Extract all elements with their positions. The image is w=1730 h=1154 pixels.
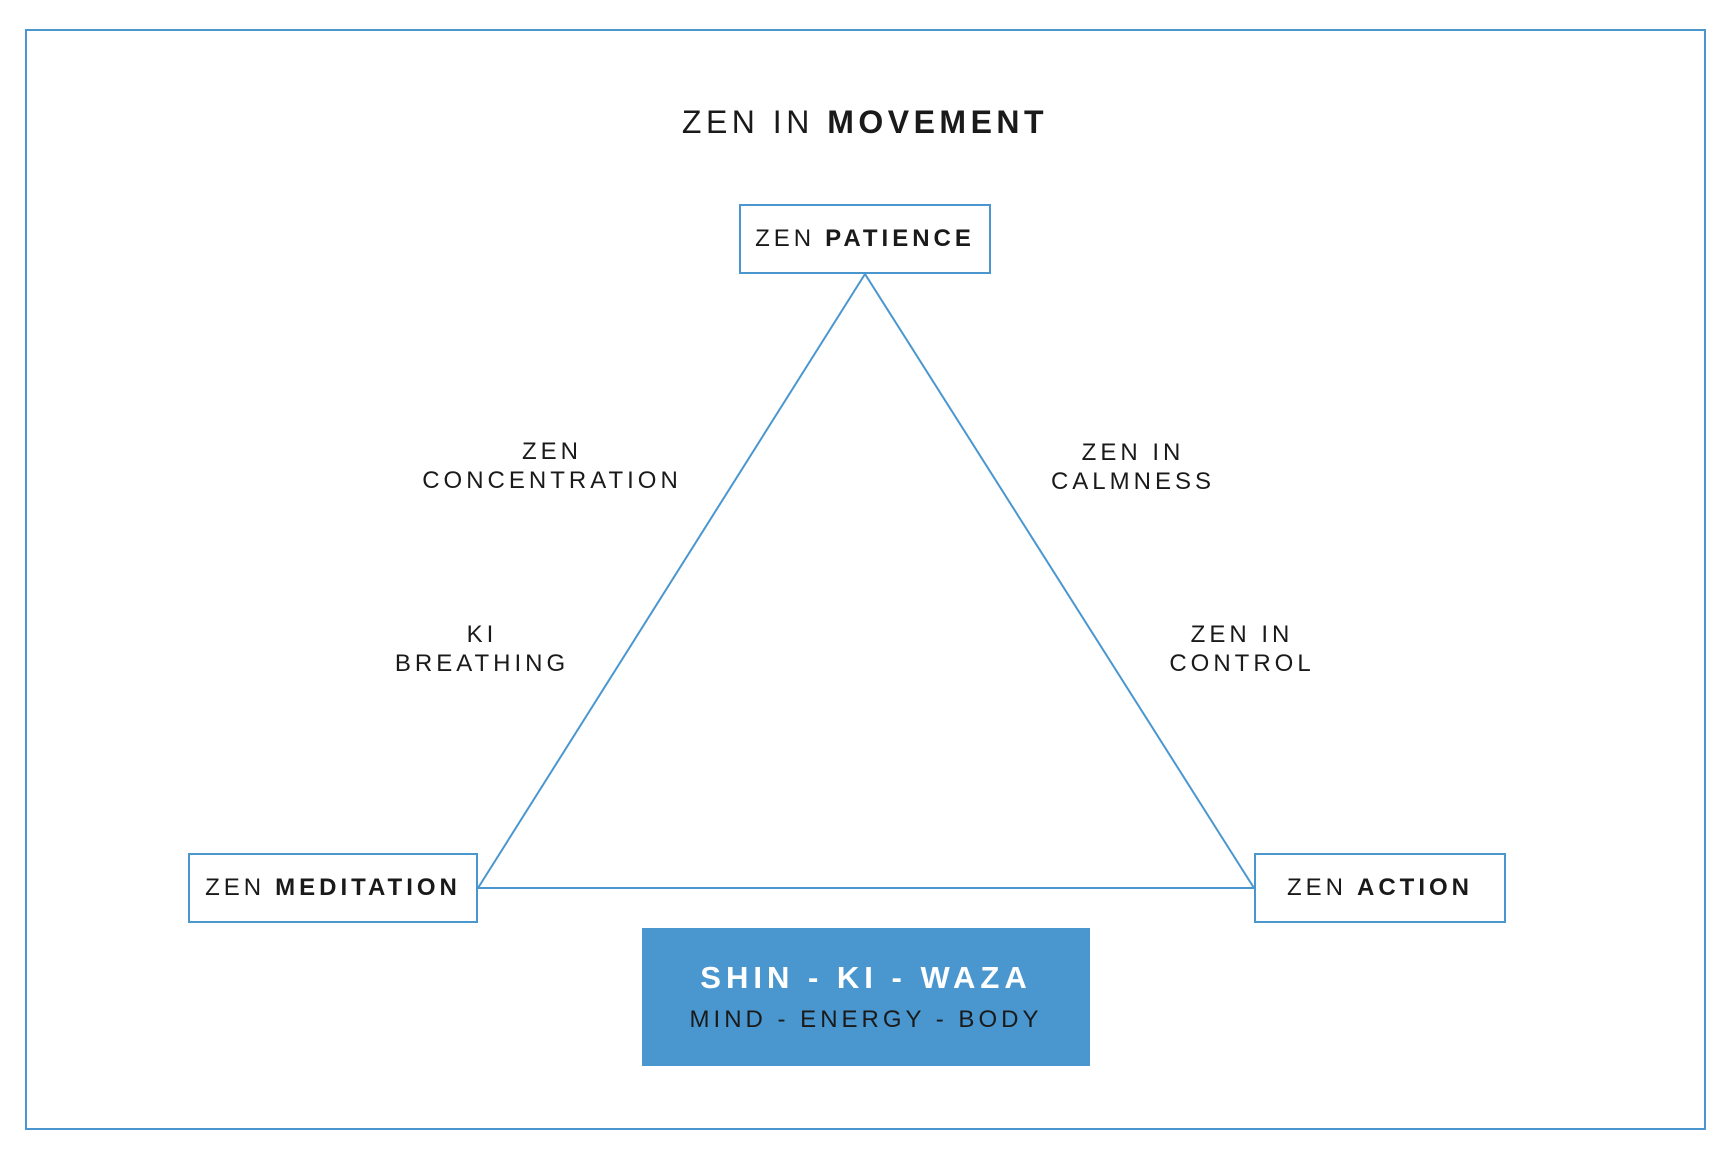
node-zen-patience-prefix: ZEN [755,225,816,252]
diagram-title: ZEN IN MOVEMENT [0,104,1730,141]
node-zen-action-label: ACTION [1357,874,1473,901]
diagram-title-prefix: ZEN IN [681,104,814,140]
edge-label-line: ZEN [522,438,582,465]
core-principles-subtitle: MIND - ENERGY - BODY [689,1006,1043,1033]
edge-label-line: ZEN IN [1190,621,1294,648]
edge-label-line: CALMNESS [1050,468,1216,495]
diagram-frame [25,29,1706,1130]
node-zen-action: ZEN ACTION [1254,853,1506,923]
edge-label-line: CONCENTRATION [422,467,682,494]
node-zen-meditation-label: MEDITATION [275,874,461,901]
node-zen-meditation: ZEN MEDITATION [188,853,478,923]
edge-label-line: BREATHING [394,650,570,677]
edge-label-zen-concentration: ZEN CONCENTRATION [402,437,702,495]
edge-label-line: KI [466,621,498,648]
node-zen-patience: ZEN PATIENCE [739,204,991,274]
edge-top-to-left [477,273,866,889]
edge-label-line: CONTROL [1169,650,1315,677]
edge-top-to-right [864,273,1255,889]
edge-label-zen-in-control: ZEN IN CONTROL [1122,620,1362,678]
edge-label-zen-in-calmness: ZEN IN CALMNESS [1013,438,1253,496]
edge-label-line: ZEN IN [1081,439,1185,466]
core-principles-title: SHIN - KI - WAZA [700,960,1032,995]
core-principles-box: SHIN - KI - WAZA MIND - ENERGY - BODY [642,928,1090,1066]
node-zen-meditation-prefix: ZEN [205,874,266,901]
edge-label-ki-breathing: KI BREATHING [362,620,602,678]
node-zen-patience-label: PATIENCE [825,225,975,252]
node-zen-action-prefix: ZEN [1287,874,1347,901]
diagram-title-emphasis: MOVEMENT [827,104,1049,140]
